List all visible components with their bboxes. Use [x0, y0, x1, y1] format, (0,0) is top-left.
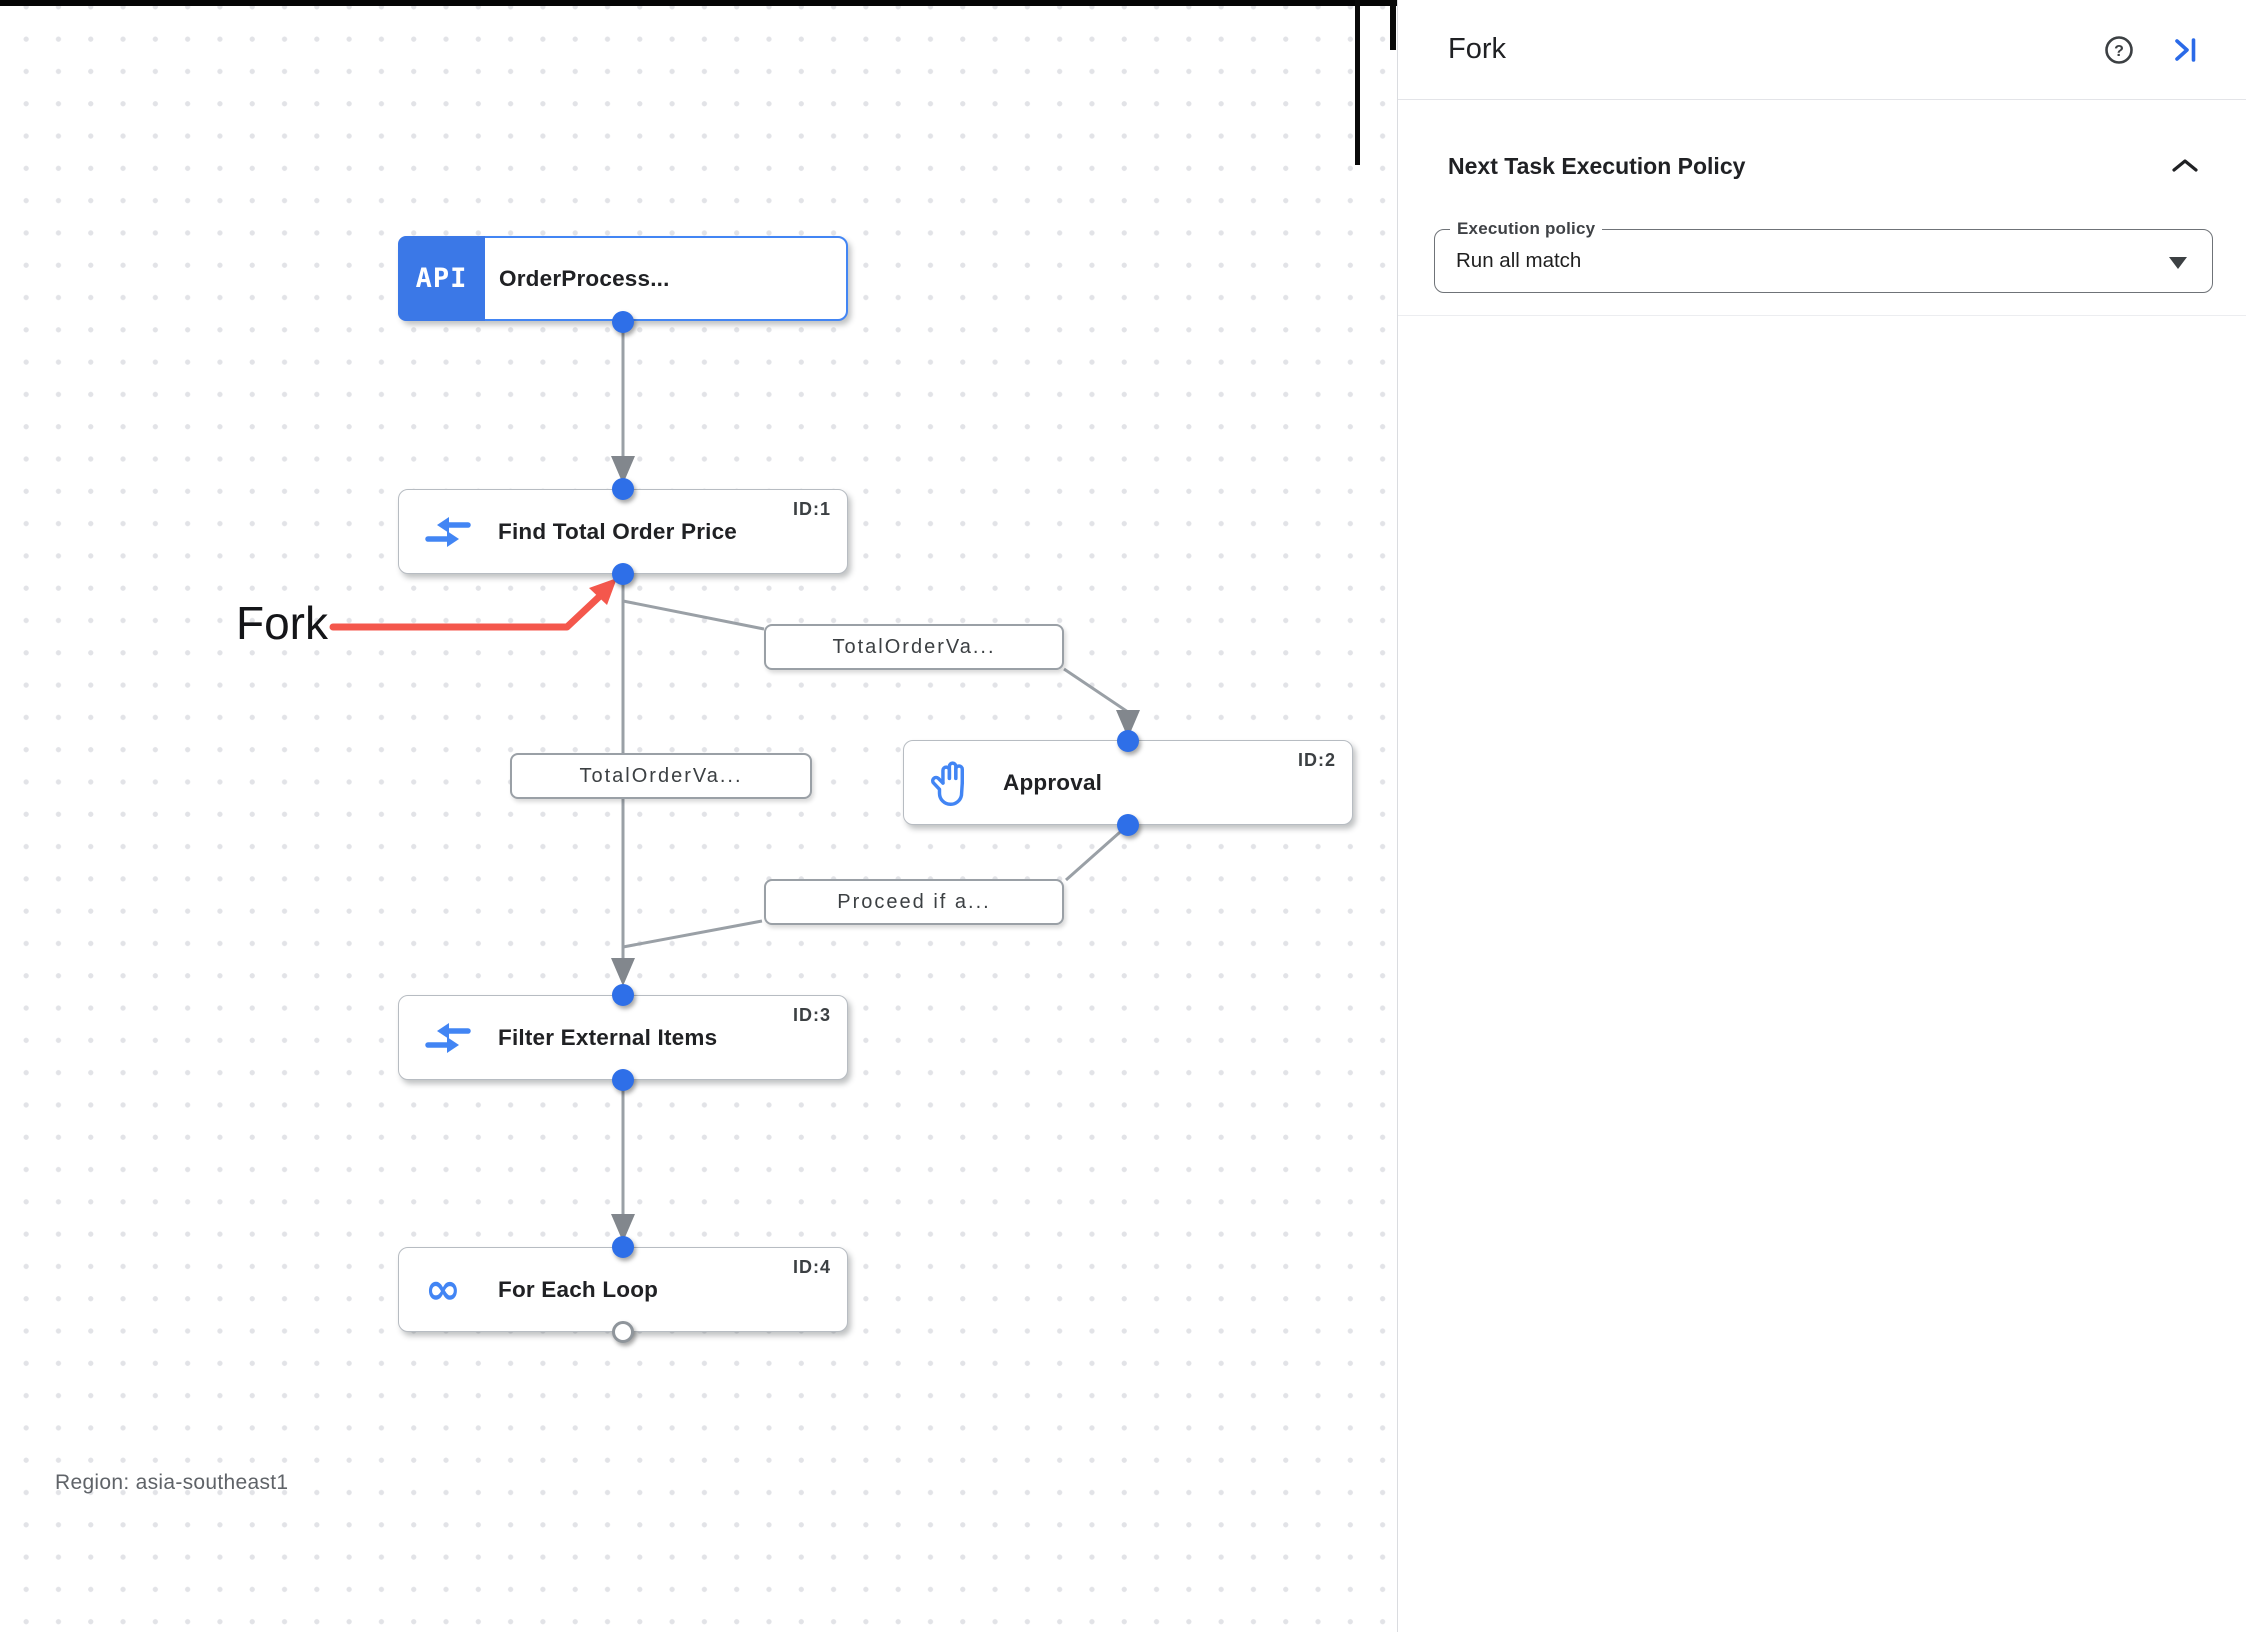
connection-point[interactable] — [612, 478, 634, 500]
data-mapping-icon — [425, 1022, 471, 1054]
node-approval[interactable]: Approval ID:2 — [903, 740, 1353, 825]
node-title: Filter External Items — [498, 1024, 718, 1050]
workflow-canvas[interactable]: API OrderProcess... Find Total Order Pri… — [0, 0, 1944, 1632]
node-for-each-loop[interactable]: ∞ For Each Loop ID:4 — [398, 1247, 848, 1332]
node-id-badge: ID:4 — [792, 1257, 831, 1277]
connection-point[interactable] — [612, 1069, 634, 1091]
for-each-loop-icon: ∞ — [425, 1264, 461, 1314]
data-mapping-icon — [425, 516, 471, 548]
collapse-panel-icon[interactable] — [2170, 35, 2200, 65]
node-title: OrderProcess... — [499, 265, 670, 291]
fork-annotation-arrow — [329, 578, 617, 631]
config-panel: Fork ? Next Task Execution Policy Execut… — [1397, 0, 2246, 1632]
help-icon[interactable]: ? — [2104, 35, 2134, 65]
node-title: Find Total Order Price — [498, 518, 738, 544]
vertical-scrollbar[interactable] — [1355, 0, 1360, 165]
vertical-scrollbar-thumb[interactable] — [1390, 0, 1396, 50]
connection-point-empty[interactable] — [612, 1321, 634, 1343]
node-id-badge: ID:2 — [1297, 750, 1336, 770]
section-divider — [1398, 315, 2246, 316]
connection-point[interactable] — [612, 1236, 634, 1258]
api-trigger-badge-icon: API — [398, 236, 485, 321]
next-task-execution-policy-section[interactable]: Next Task Execution Policy — [1448, 152, 2200, 180]
edge-label-total-order-value-right[interactable]: TotalOrderVa... — [764, 624, 1064, 670]
svg-text:?: ? — [2114, 43, 2124, 60]
execution-policy-label: Execution policy — [1450, 219, 1603, 239]
panel-title: Fork — [1448, 33, 1506, 65]
node-title: For Each Loop — [498, 1276, 659, 1302]
execution-policy-select[interactable]: Execution policy Run all match — [1434, 219, 2213, 293]
node-filter-external-items[interactable]: Filter External Items ID:3 — [398, 995, 848, 1080]
fork-annotation-label: Fork — [236, 597, 328, 649]
approval-hand-icon — [930, 760, 972, 806]
dropdown-arrow-icon — [2169, 257, 2187, 269]
node-id-badge: ID:1 — [792, 499, 831, 519]
node-title: Approval — [1003, 769, 1103, 795]
chevron-up-icon[interactable] — [2170, 151, 2200, 181]
connection-point[interactable] — [612, 984, 634, 1006]
node-id-badge: ID:3 — [792, 1005, 831, 1025]
connection-point[interactable] — [612, 311, 634, 333]
horizontal-scrollbar[interactable] — [0, 0, 1944, 6]
connection-point[interactable] — [1117, 730, 1139, 752]
config-panel-header: Fork ? — [1398, 0, 2246, 100]
edge-label-total-order-value-left[interactable]: TotalOrderVa... — [510, 753, 812, 799]
edge-label-proceed-if-approved[interactable]: Proceed if a... — [764, 879, 1064, 925]
execution-policy-value: Run all match — [1456, 249, 1582, 272]
region-label: Region: asia-southeast1 — [55, 1471, 289, 1494]
connection-point[interactable] — [1117, 814, 1139, 836]
node-find-total-order-price[interactable]: Find Total Order Price ID:1 — [398, 489, 848, 574]
section-title: Next Task Execution Policy — [1448, 152, 1746, 179]
connection-point-fork[interactable] — [612, 563, 634, 585]
node-api-trigger[interactable]: API OrderProcess... — [398, 236, 848, 321]
